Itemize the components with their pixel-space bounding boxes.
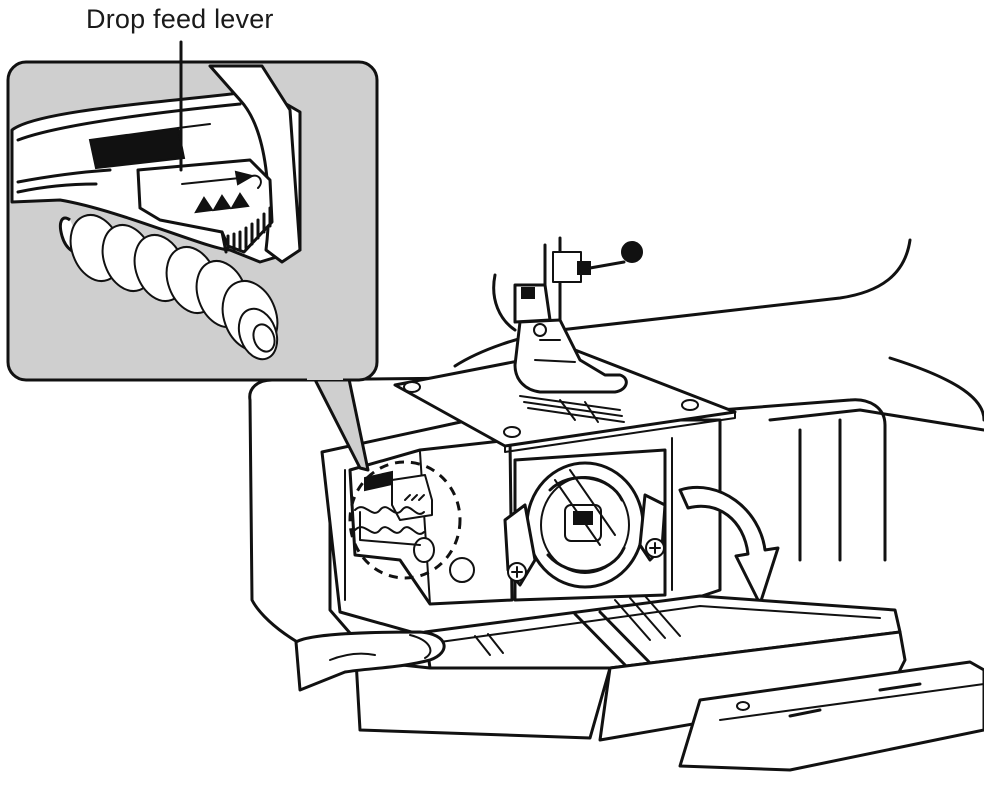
drop-feed-lever-small [354, 470, 435, 563]
drop-feed-lever-caption: Drop feed lever [86, 4, 274, 34]
machine-bed [354, 630, 984, 772]
lever-highlight-circle [348, 460, 462, 580]
presser-foot [492, 236, 643, 394]
needle-plate [393, 348, 737, 453]
curved-arrow-down-icon [678, 486, 780, 606]
inset-callout [6, 40, 379, 472]
finger-icon [294, 630, 446, 692]
machine-arm [453, 238, 984, 432]
bobbin-hook-assembly [503, 448, 667, 602]
inset-spring [58, 214, 279, 361]
